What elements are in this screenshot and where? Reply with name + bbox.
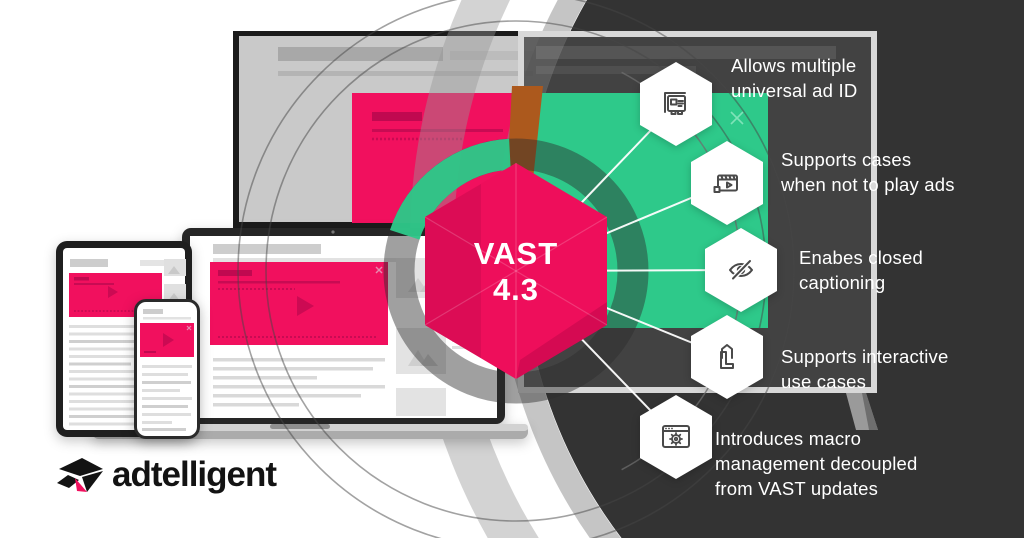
play-icon	[297, 296, 314, 316]
phone-video-ad	[140, 323, 194, 357]
vast-badge-line1: VAST	[473, 236, 559, 271]
interactive-touch-icon	[691, 315, 763, 399]
vast-hexagon	[424, 163, 608, 379]
feature-icons	[640, 62, 777, 479]
feature-label-closed-captioning: Enabes closed captioning	[799, 247, 923, 293]
laptop-video-ad	[210, 262, 388, 345]
close-icon	[186, 325, 192, 331]
closed-captioning-icon	[705, 228, 777, 312]
adtelligent-logo-icon	[57, 458, 103, 492]
feature-label-not-play-ads: Supports cases when not to play ads	[781, 149, 955, 195]
video-player-icon	[691, 141, 763, 225]
vast-badge-line2: 4.3	[492, 272, 540, 307]
feature-label-universal-ad-id: Allows multiple universal ad ID	[731, 55, 858, 101]
phone	[134, 299, 200, 439]
feature-label-macro-management: Introduces macro management decoupled fr…	[715, 428, 918, 499]
brand-name: adtelligent	[112, 455, 277, 494]
feature-label-interactive: Supports interactive use cases	[781, 346, 949, 392]
play-icon	[108, 286, 118, 298]
macro-settings-icon	[640, 395, 712, 479]
laptop-base	[92, 424, 528, 439]
close-icon	[730, 111, 744, 125]
play-icon	[163, 333, 174, 347]
green-ring-segment	[389, 138, 512, 241]
vast-badge: VAST 4.3	[426, 236, 606, 308]
ad-banner-icon	[640, 62, 712, 146]
tablet-sidebar	[164, 259, 186, 303]
close-icon	[375, 266, 383, 274]
brand-logo: adtelligent	[56, 455, 277, 495]
